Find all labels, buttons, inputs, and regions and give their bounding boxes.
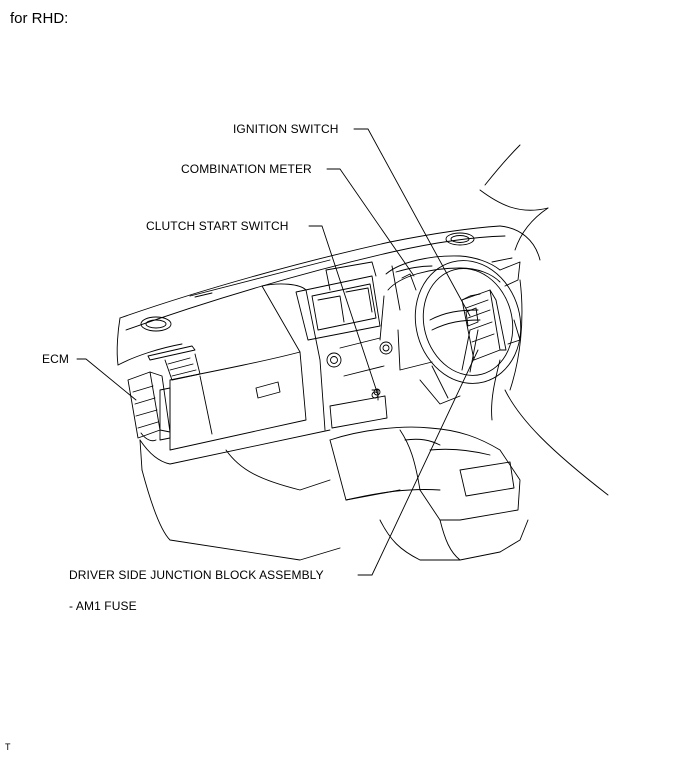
clutch-start-switch-label: CLUTCH START SWITCH — [146, 219, 289, 233]
ignition-switch-label: IGNITION SWITCH — [233, 122, 339, 136]
centre-console — [329, 426, 521, 521]
glove-box — [169, 351, 307, 451]
floor-lines — [141, 449, 529, 561]
meter-and-wheel — [379, 255, 609, 496]
centre-stack — [261, 261, 393, 431]
dashboard-top — [119, 144, 549, 331]
corner-mark: T — [5, 742, 11, 752]
dash-left-end — [116, 317, 331, 471]
leader-lines — [76, 128, 479, 576]
page-heading: for RHD: — [10, 10, 69, 27]
junction-block-label: DRIVER SIDE JUNCTION BLOCK ASSEMBLY — [69, 568, 324, 582]
callout-targets — [373, 307, 479, 396]
combination-meter-label: COMBINATION METER — [181, 162, 312, 176]
defroster-vents — [140, 232, 475, 332]
am1-fuse-label: - AM1 FUSE — [69, 599, 137, 613]
ecm-box — [127, 371, 171, 442]
ecm-label: ECM — [42, 352, 69, 366]
